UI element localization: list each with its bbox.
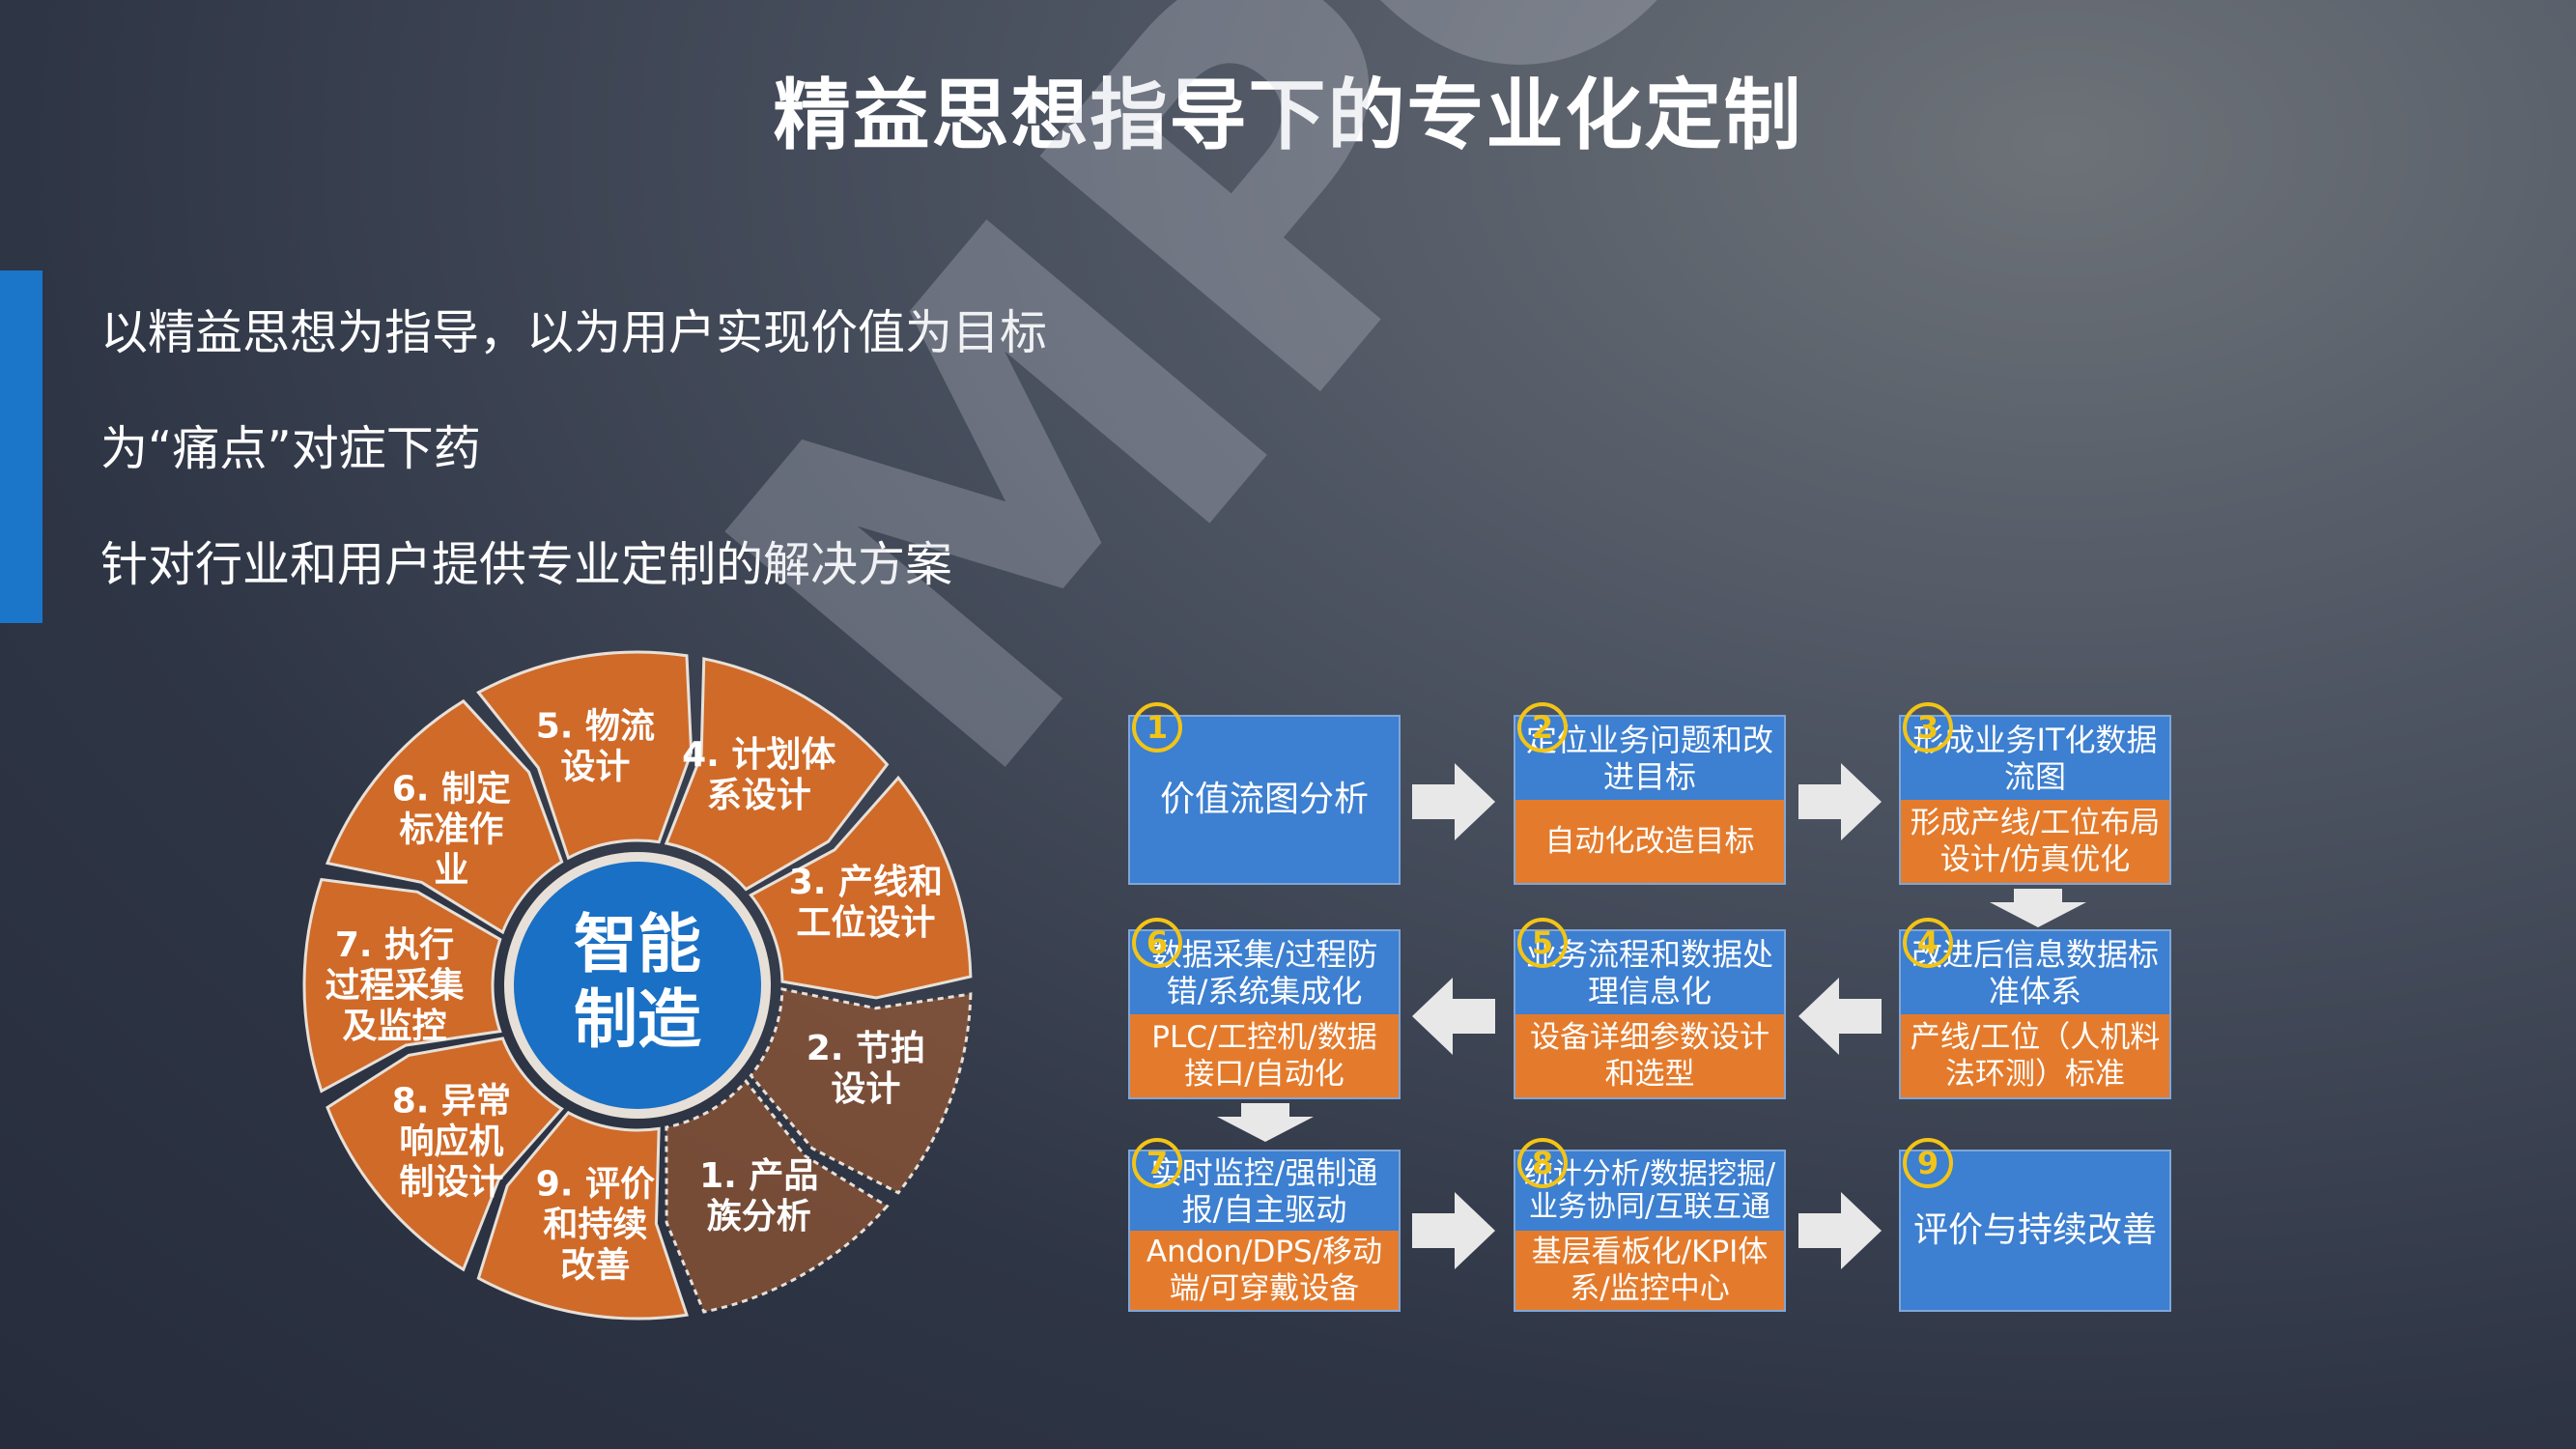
step-6-box: 数据采集/过程防错/系统集成化 PLC/工控机/数据接口/自动化 [1128,929,1401,1099]
arrow-5-to-6-icon [1412,978,1495,1055]
step-9-number: 9 [1903,1138,1953,1188]
hub-label-2: 制造 [574,982,701,1057]
step-4-box: 改进后信息数据标准体系 产线/工位（人机料法环测）标准 [1899,929,2171,1099]
step-7-box: 实时监控/强制通报/自主驱动 Andon/DPS/移动端/可穿戴设备 [1128,1150,1401,1312]
cycle-segment-1 [665,1079,890,1314]
step-8-box: 统计分析/数据挖掘/业务协同/互联互通 基层看板化/KPI体系/监控中心 [1514,1150,1786,1312]
cycle-segment-7 [302,877,502,1094]
step-5-number: 5 [1517,918,1568,968]
arrow-6-to-7-icon [1217,1103,1314,1142]
cycle-segment-7-label: 7. 执行过程采集及监控 [325,925,464,1046]
cycle-segment-6 [325,698,564,935]
step-8-number: 8 [1517,1138,1568,1188]
bullet-1: 以精益思想为指导，以为用户实现价值为目标 [100,305,1048,360]
bullet-2: 为“痛点”对症下药 [100,421,481,476]
cycle-segment-6-label: 6. 制定标准作业 [392,769,511,890]
cycle-segment-8 [326,1037,564,1272]
cycle-segment-4 [664,657,890,892]
step-7-number: 7 [1132,1138,1182,1188]
cycle-segment-3 [749,775,973,1000]
arrow-3-to-4-icon [1990,889,2086,927]
cycle-segment-1-label: 1. 产品族分析 [699,1156,818,1236]
cycle-segment-8-label: 8. 异常响应机制设计 [392,1082,511,1203]
step-3-box: 形成业务IT化数据流图 形成产线/工位布局设计/仿真优化 [1899,715,2171,885]
step-6-number: 6 [1132,918,1182,968]
step-2-number: 2 [1517,702,1568,753]
step-7-head: 实时监控/强制通报/自主驱动 [1130,1151,1399,1231]
step-4-number: 4 [1903,918,1953,968]
cycle-segment-labels: 1. 产品族分析 2. 节拍设计 3. 产线和工位设计 4. 计划体系设计 5. 物流设… [325,706,942,1285]
arrow-8-to-9-icon [1798,1192,1882,1269]
cycle-segment-3-label: 3. 产线和工位设计 [789,863,943,943]
step-7-body: Andon/DPS/移动端/可穿戴设备 [1130,1231,1399,1310]
bullet-3: 针对行业和用户提供专业定制的解决方案 [100,537,953,592]
cycle-segment-2 [749,987,973,1195]
step-2-body: 自动化改造目标 [1515,800,1784,883]
arrow-7-to-8-icon [1412,1192,1495,1269]
arrow-1-to-2-icon [1412,763,1495,840]
hub-circle [514,862,761,1109]
arrow-2-to-3-icon [1798,763,1882,840]
step-3-head: 形成业务IT化数据流图 [1901,717,2169,800]
hub-label-1: 智能 [574,907,701,981]
step-4-body: 产线/工位（人机料法环测）标准 [1901,1014,2169,1097]
step-5-body: 设备详细参数设计和选型 [1515,1014,1784,1097]
cycle-segment-5 [476,650,694,861]
cycle-segments [302,650,973,1321]
cycle-segment-2-label: 2. 节拍设计 [807,1029,925,1109]
step-1-number: 1 [1132,702,1182,753]
step-8-body: 基层看板化/KPI体系/监控中心 [1515,1231,1784,1310]
cycle-segment-4-label: 4. 计划体系设计 [682,735,835,815]
step-6-body: PLC/工控机/数据接口/自动化 [1130,1014,1399,1097]
arrow-4-to-5-icon [1798,978,1882,1055]
step-3-body: 形成产线/工位布局设计/仿真优化 [1901,800,2169,883]
cycle-segment-5-label: 5. 物流设计 [536,706,655,786]
cycle-segment-9-label: 9. 评价和持续改善 [536,1165,655,1286]
cycle-segment-9 [476,1110,689,1321]
step-3-number: 3 [1903,702,1953,753]
step-5-box: 业务流程和数据处理信息化 设备详细参数设计和选型 [1514,929,1786,1099]
accent-bar [0,270,42,623]
smart-manufacturing-cycle: 1. 产品族分析 2. 节拍设计 3. 产线和工位设计 4. 计划体系设计 5. 物流设… [302,650,973,1321]
page-title: 精益思想指导下的专业化定制 [773,71,1803,160]
